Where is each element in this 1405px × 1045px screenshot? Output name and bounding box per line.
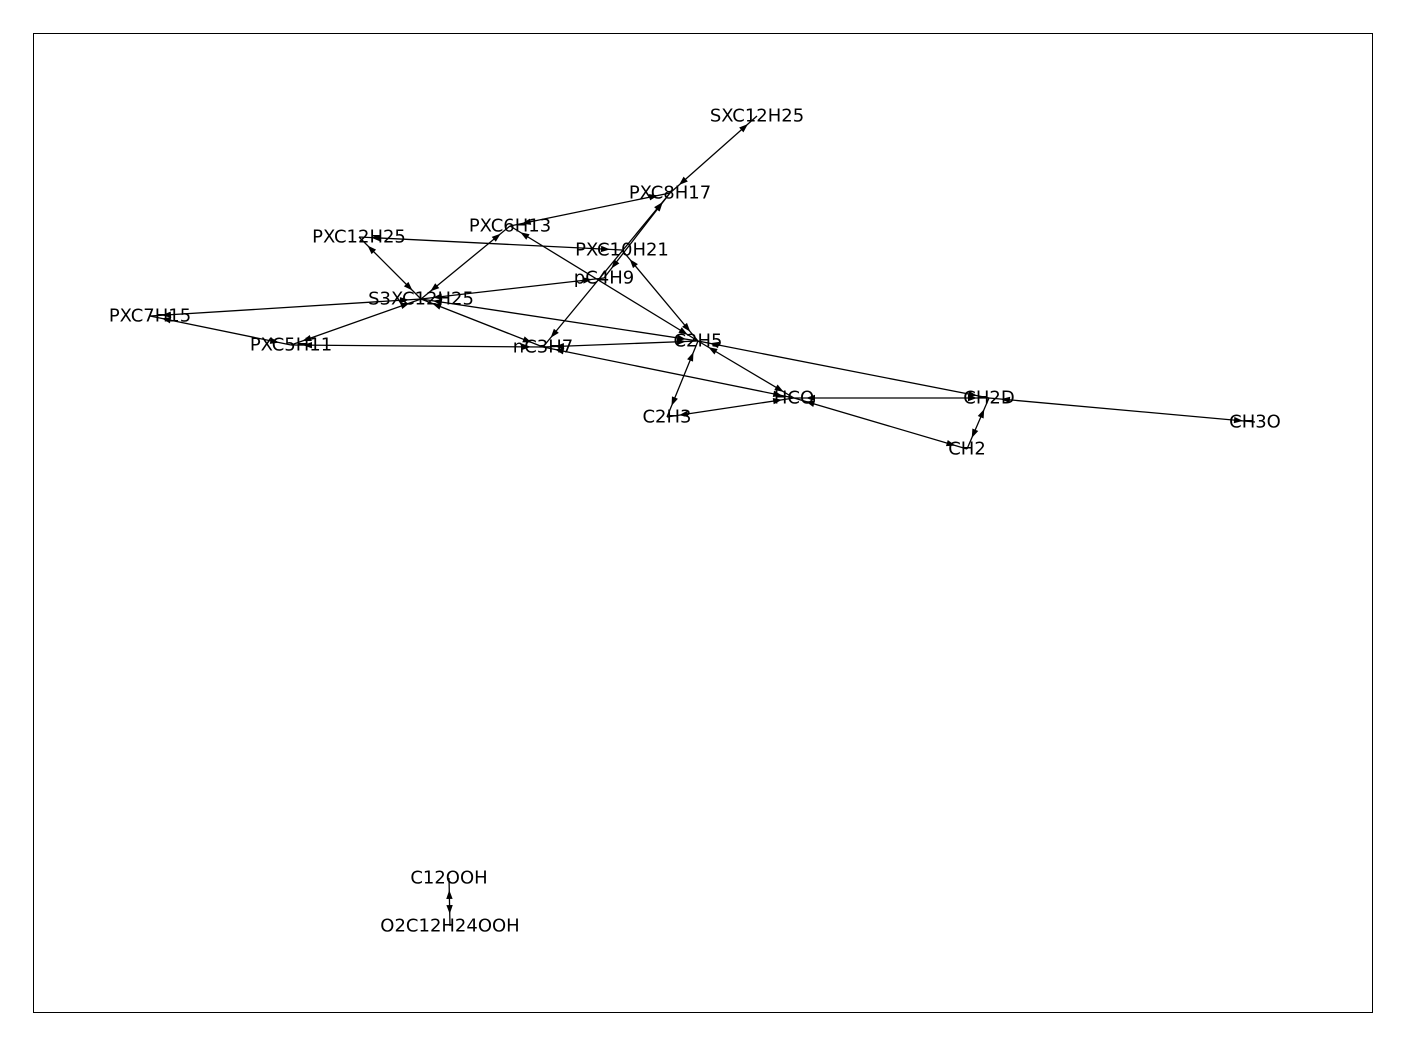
arrowhead-PXC6H13-from-C2H5 — [520, 232, 530, 240]
arrowhead-CH2-from-HCO — [945, 439, 956, 447]
arrowhead-SXC12H25-from-PXC8H17 — [739, 123, 749, 133]
node-label-O2C12H24OOH: O2C12H24OOH — [380, 916, 519, 937]
arrowhead-HCO-from-CH2 — [805, 400, 816, 408]
node-label-PXC7H15: PXC7H15 — [109, 306, 191, 327]
edge-S3XC12H25-nC3H7 — [420, 298, 544, 348]
arrowhead-PXC12H25-from-S3XC12H25 — [367, 245, 377, 255]
arrowhead-PXC5H11-from-S3XC12H25 — [302, 334, 312, 342]
edge-CH2D-CH2 — [966, 397, 990, 450]
edge-S3XC12H25-PXC7H15 — [149, 298, 422, 317]
arrowhead-CH2D-from-HCO — [968, 394, 977, 402]
arrowhead-C2H5-from-nC3H7 — [676, 338, 687, 346]
edge-CH2D-CH3O — [988, 397, 1256, 423]
arrowhead-PXC5H11-from-nC3H7 — [302, 341, 313, 349]
arrowhead-PXC7H15-from-S3XC12H25 — [161, 311, 172, 318]
node-label-CH3O: CH3O — [1229, 412, 1281, 433]
arrowhead-HCO-from-nC3H7 — [772, 390, 783, 397]
arrowhead-PXC8H17-from-pC4H9 — [654, 202, 663, 212]
node-label-PXC10H21: PXC10H21 — [575, 240, 669, 261]
arrowhead-S3XC12H25-from-C2H5 — [432, 298, 443, 306]
plot-frame — [33, 33, 1373, 1013]
arrowhead-nC3H7-from-PXC8H17 — [550, 328, 559, 338]
node-label-C12OOH: C12OOH — [410, 868, 487, 889]
arrowhead-CH2D-from-C2H5 — [967, 390, 978, 398]
node-label-PXC6H13: PXC6H13 — [469, 216, 551, 237]
arrowhead-HCO-from-C2H5 — [774, 384, 784, 392]
arrowhead-C12OOH-from-O2C12H24OOH — [446, 889, 453, 900]
edge-PXC5H11-nC3H7 — [290, 344, 544, 348]
edge-pC4H9-S3XC12H25 — [420, 277, 605, 300]
node-label-S3XC12H25: S3XC12H25 — [368, 289, 474, 310]
node-label-CH2: CH2 — [948, 439, 986, 460]
arrowhead-PXC5H11-from-PXC7H15 — [269, 337, 280, 344]
arrowhead-CH2-from-CH2D — [971, 428, 979, 438]
node-label-nC3H7: nC3H7 — [513, 337, 573, 358]
arrowhead-CH2D-from-CH2 — [977, 409, 985, 419]
arrowhead-CH2D-from-CH3O — [1000, 396, 1011, 404]
arrowhead-C2H3-from-C2H5 — [671, 396, 678, 406]
arrowhead-PXC8H17-from-SXC12H25 — [678, 176, 688, 186]
edge-nC3H7-C2H5 — [542, 340, 699, 348]
arrowhead-C2H5-from-C2H3 — [687, 352, 694, 362]
arrowhead-PXC7H15-from-PXC5H11 — [161, 317, 172, 324]
node-label-C2H5: C2H5 — [673, 331, 722, 352]
node-label-pC4H9: pC4H9 — [574, 268, 634, 289]
edge-PXC12H25-PXC10H21 — [358, 236, 623, 251]
node-label-CH2D: CH2D — [963, 388, 1014, 409]
node-label-PXC5H11: PXC5H11 — [250, 335, 332, 356]
arrowhead-C2H5-from-CH2D — [709, 341, 720, 349]
arrowhead-S3XC12H25-from-PXC12H25 — [403, 281, 413, 291]
node-label-HCO: HCO — [774, 388, 814, 409]
arrowhead-S3XC12H25-from-PXC5H11 — [400, 302, 410, 310]
node-label-SXC12H25: SXC12H25 — [710, 106, 804, 127]
arrowhead-PXC6H13-from-S3XC12H25 — [491, 233, 501, 242]
edge-C12OOH-O2C12H24OOH — [448, 877, 451, 927]
node-label-PXC12H25: PXC12H25 — [312, 227, 406, 248]
node-label-PXC8H17: PXC8H17 — [629, 183, 711, 204]
arrowhead-nC3H7-from-S3XC12H25 — [522, 336, 532, 343]
edge-nC3H7-HCO — [542, 346, 795, 399]
arrowhead-CH3O-from-CH2D — [1233, 416, 1244, 424]
edge-C2H3-HCO — [666, 397, 795, 418]
edge-PXC6H13-C2H5 — [509, 225, 699, 342]
edge-S3XC12H25-C2H5 — [420, 298, 699, 342]
node-label-C2H3: C2H3 — [642, 407, 691, 428]
arrowhead-nC3H7-from-HCO — [554, 348, 565, 355]
arrowhead-PXC10H21-from-C2H5 — [629, 259, 638, 269]
arrowhead-C2H5-from-PXC10H21 — [682, 322, 691, 332]
edges-layer — [149, 115, 1256, 927]
arrowhead-S3XC12H25-from-PXC6H13 — [430, 283, 440, 292]
arrowhead-S3XC12H25-from-nC3H7 — [432, 303, 442, 310]
edge-HCO-CH2 — [793, 397, 968, 450]
arrowhead-S3XC12H25-from-pC4H9 — [432, 293, 443, 300]
edge-S3XC12H25-PXC5H11 — [290, 298, 422, 346]
arrowhead-HCO-from-CH2D — [806, 394, 815, 402]
arrowhead-pC4H9-from-PXC8H17 — [611, 259, 620, 269]
arrowhead-C2H3-from-HCO — [678, 410, 689, 418]
arrowhead-S3XC12H25-from-PXC7H15 — [399, 297, 410, 304]
arrowhead-O2C12H24OOH-from-C12OOH — [446, 904, 453, 915]
arrowhead-C2H5-from-PXC6H13 — [678, 327, 688, 335]
arrowhead-PXC6H13-from-PXC8H17 — [521, 218, 532, 225]
arrowhead-nC3H7-from-C2H5 — [554, 342, 565, 350]
arrowhead-HCO-from-C2H3 — [772, 397, 783, 405]
arrowhead-nC3H7-from-PXC5H11 — [521, 343, 532, 351]
arrowhead-PXC12H25-from-PXC10H21 — [370, 234, 381, 242]
arrowhead-PXC10H21-from-PXC12H25 — [600, 245, 611, 253]
arrowhead-C2H5-from-HCO — [708, 347, 718, 355]
arrowhead-pC4H9-from-S3XC12H25 — [582, 277, 593, 284]
arrowhead-PXC8H17-from-PXC6H13 — [648, 194, 659, 201]
edge-PXC7H15-PXC5H11 — [149, 315, 292, 346]
edge-C2H5-CH2D — [697, 340, 990, 399]
edge-PXC8H17-PXC6H13 — [509, 192, 671, 227]
